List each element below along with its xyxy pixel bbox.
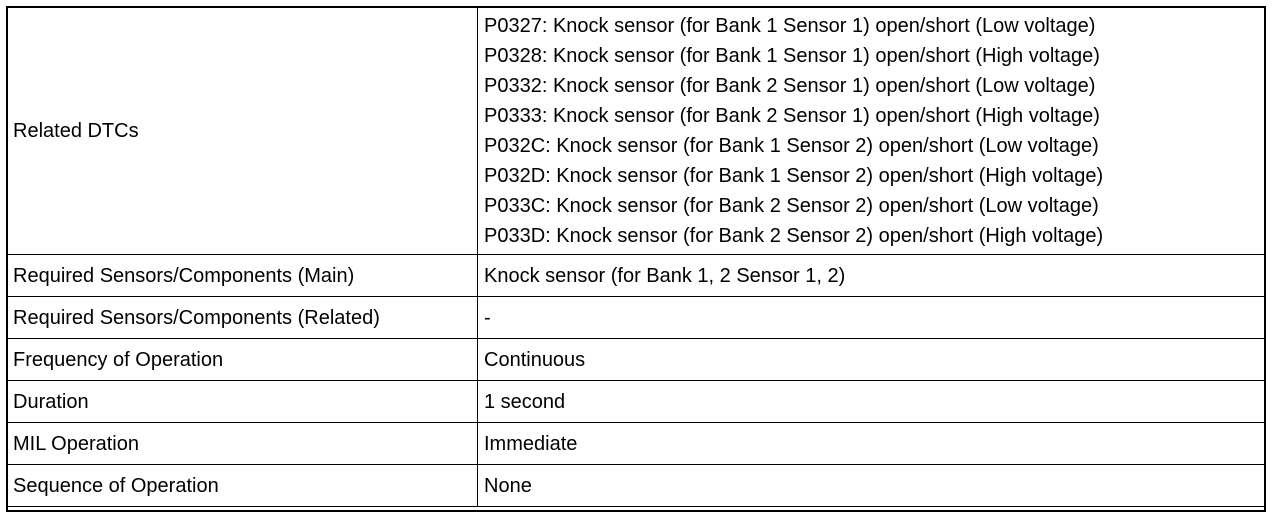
row-label: Duration [6,380,478,423]
table-row: Related DTCs P0327: Knock sensor (for Ba… [6,6,1266,255]
dtc-item: P032D: Knock sensor (for Bank 1 Sensor 2… [484,164,1104,187]
row-value: - [477,296,1266,339]
row-value: Continuous [477,338,1266,381]
table-outer-border [6,6,1266,512]
dtc-item: P0332: Knock sensor (for Bank 2 Sensor 1… [484,74,1096,97]
table-row: Duration 1 second [6,380,1266,423]
table-row: Required Sensors/Components (Related) - [6,296,1266,339]
table-row: MIL Operation Immediate [6,422,1266,465]
dtc-item: P0333: Knock sensor (for Bank 2 Sensor 1… [484,104,1100,127]
row-label: Related DTCs [6,6,478,255]
dtc-item: P032C: Knock sensor (for Bank 1 Sensor 2… [484,134,1099,157]
dtc-item: P033D: Knock sensor (for Bank 2 Sensor 2… [484,224,1104,247]
dtc-item: P033C: Knock sensor (for Bank 2 Sensor 2… [484,194,1099,217]
dtc-item: P0327: Knock sensor (for Bank 1 Sensor 1… [484,14,1096,37]
spec-table: Related DTCs P0327: Knock sensor (for Ba… [6,6,1266,507]
table-row: Sequence of Operation None [6,464,1266,507]
table-row: Frequency of Operation Continuous [6,338,1266,381]
dtc-item: P0328: Knock sensor (for Bank 1 Sensor 1… [484,44,1100,67]
row-label: Required Sensors/Components (Related) [6,296,478,339]
row-value: None [477,464,1266,507]
related-dtcs-list: P0327: Knock sensor (for Bank 1 Sensor 1… [477,6,1266,255]
row-value: 1 second [477,380,1266,423]
